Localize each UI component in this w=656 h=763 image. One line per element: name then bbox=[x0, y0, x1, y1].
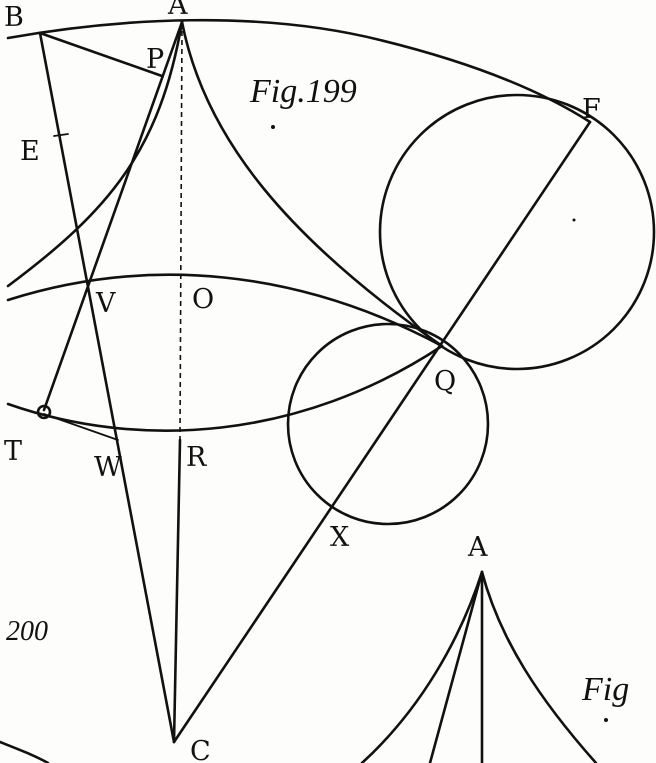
large-circle-fq bbox=[378, 93, 656, 371]
tick-e bbox=[53, 133, 69, 137]
dot-circle-center bbox=[572, 218, 576, 222]
label-q: Q bbox=[434, 366, 456, 397]
cusp-curve-left bbox=[6, 20, 184, 288]
outer-arc-bf bbox=[6, 18, 592, 124]
axis-r-c bbox=[172, 438, 182, 744]
label-e: E bbox=[20, 136, 40, 167]
arc-tr-q bbox=[6, 344, 444, 432]
dot-caption bbox=[271, 125, 275, 129]
label-x: X bbox=[330, 522, 350, 553]
cusp-curve-right bbox=[180, 20, 444, 348]
dot-caption-next bbox=[604, 718, 608, 722]
label-a-second: A bbox=[467, 532, 488, 563]
line-b-c bbox=[38, 31, 176, 744]
line-b-p bbox=[38, 31, 164, 78]
dashed-axis-a-r bbox=[179, 21, 183, 441]
label-r: R bbox=[186, 442, 207, 473]
second-line-inner bbox=[428, 570, 484, 763]
label-f: F bbox=[582, 94, 601, 125]
label-c: C bbox=[190, 736, 211, 763]
second-cusp-left bbox=[360, 570, 484, 763]
arc-vo-q bbox=[6, 273, 444, 348]
caption-fig-200: 200 bbox=[6, 616, 48, 647]
label-b: B bbox=[4, 2, 24, 33]
label-p: P bbox=[146, 44, 164, 75]
label-o: O bbox=[192, 284, 214, 315]
label-a: A bbox=[167, 0, 188, 21]
caption-fig-next: Fig bbox=[581, 671, 629, 708]
line-f-q-c bbox=[172, 120, 592, 744]
fragment-curve-bottom-left bbox=[0, 740, 50, 763]
line-t-w bbox=[43, 413, 119, 441]
point-t-marker bbox=[36, 404, 52, 420]
small-circle-qx bbox=[286, 322, 490, 526]
second-cusp-right bbox=[480, 570, 598, 763]
label-t: T bbox=[4, 436, 22, 467]
caption-fig-199: Fig.199 bbox=[249, 73, 357, 110]
line-a-t bbox=[42, 20, 184, 412]
label-v: V bbox=[95, 288, 116, 319]
label-w: W bbox=[94, 452, 122, 483]
